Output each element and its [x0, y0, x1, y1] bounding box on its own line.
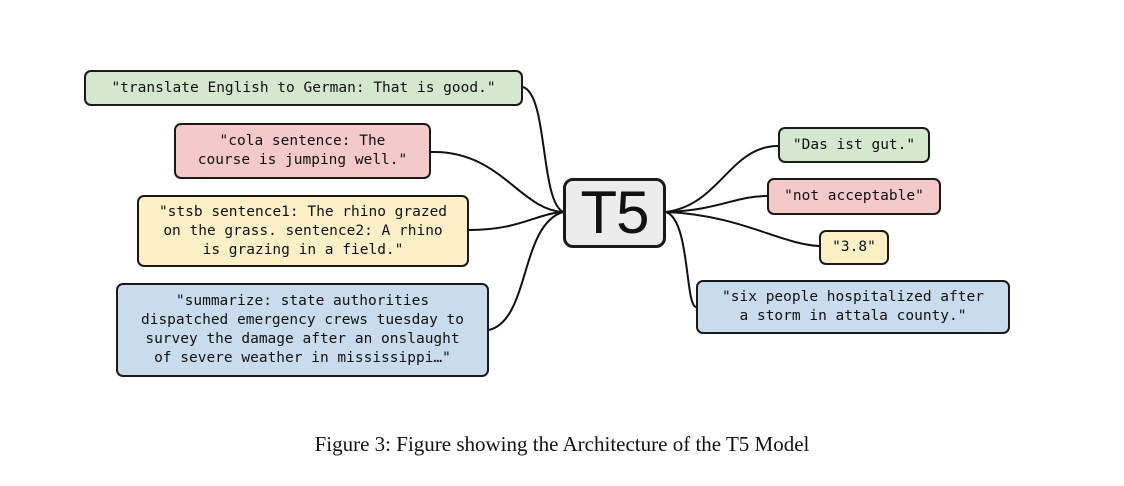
- connector-stsb-output: [665, 211, 820, 247]
- output-cola-box: "not acceptable": [767, 178, 941, 215]
- connector-summarize-input: [488, 211, 564, 331]
- output-summarize-box: "six people hospitalized after a storm i…: [696, 280, 1010, 334]
- output-stsb-box: "3.8": [819, 230, 889, 265]
- connector-translate-input: [522, 86, 564, 213]
- connector-summarize-output: [665, 211, 697, 308]
- output-translate-box: "Das ist gut.": [778, 127, 930, 163]
- input-translate-box: "translate English to German: That is go…: [84, 70, 523, 106]
- connector-translate-output: [665, 145, 779, 213]
- connector-stsb-input: [468, 211, 564, 231]
- input-cola-box: "cola sentence: The course is jumping we…: [174, 123, 431, 179]
- connector-cola-input: [430, 150, 564, 213]
- figure-caption: Figure 3: Figure showing the Architectur…: [314, 432, 810, 456]
- input-stsb-box: "stsb sentence1: The rhino grazed on the…: [137, 195, 469, 267]
- input-summarize-box: "summarize: state authorities dispatched…: [116, 283, 489, 377]
- connector-cola-output: [665, 195, 768, 213]
- t5-model-node: T5: [563, 178, 666, 248]
